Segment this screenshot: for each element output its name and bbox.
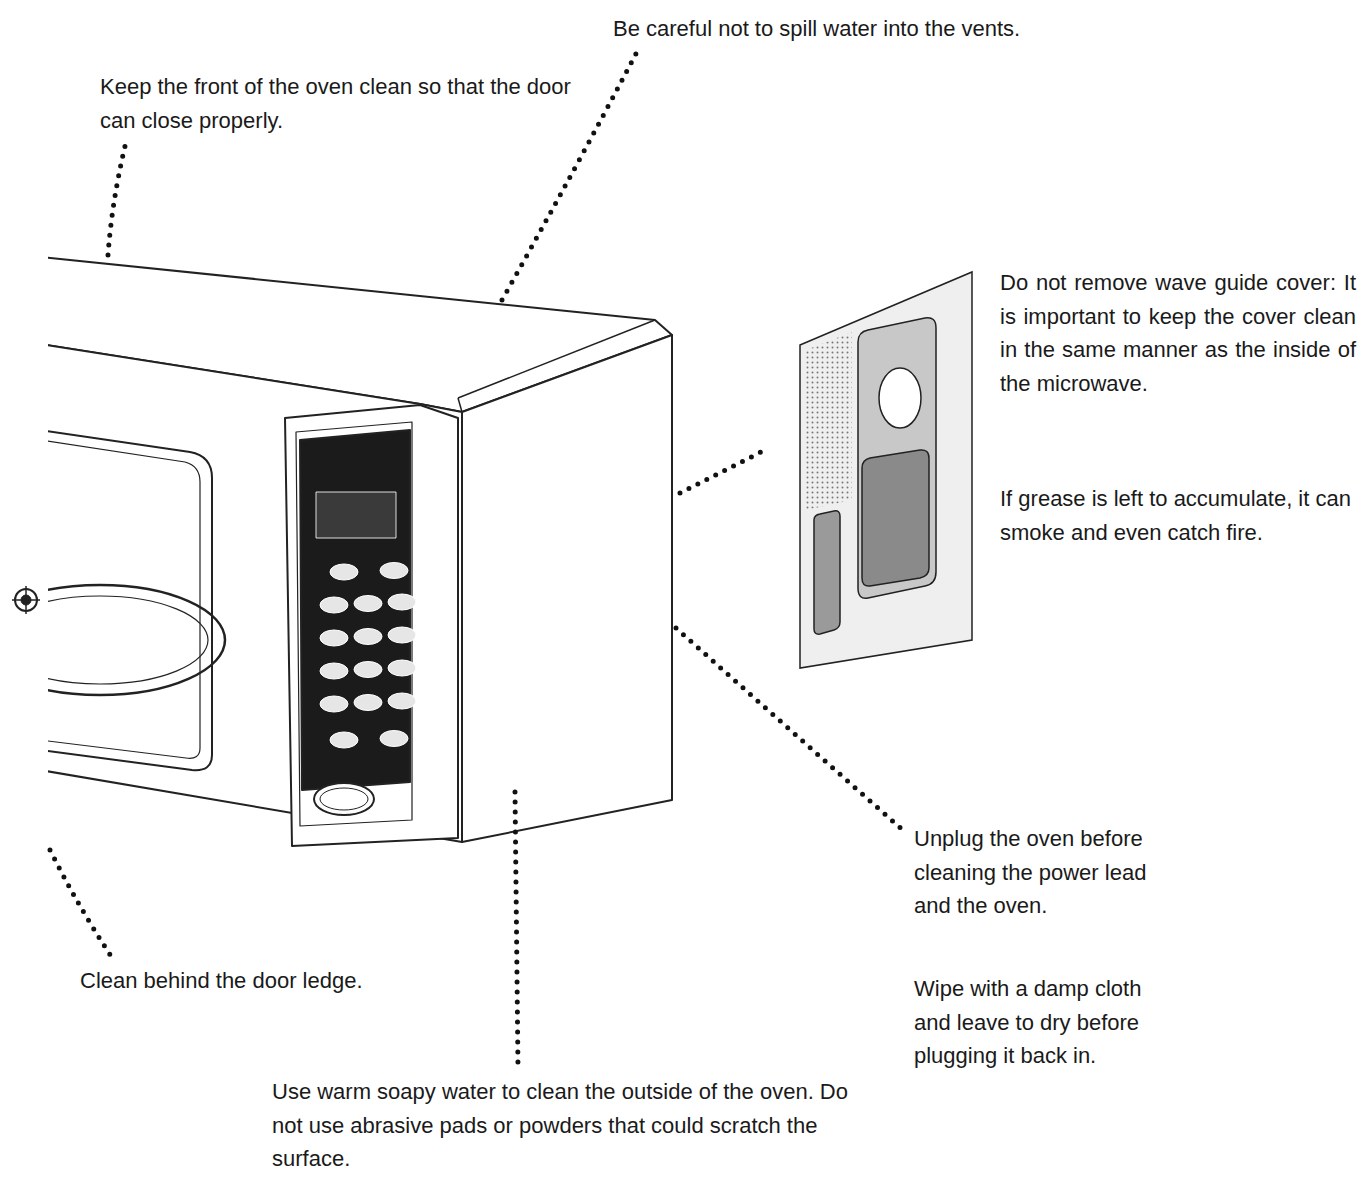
- keypad-button: [380, 563, 408, 579]
- keypad-buttons: [320, 563, 416, 749]
- keypad-button: [380, 731, 408, 747]
- keypad-button: [320, 696, 348, 712]
- oven-body: [48, 257, 672, 846]
- keypad-button: [330, 732, 358, 748]
- ledge-note: Clean behind the door ledge.: [80, 964, 500, 998]
- keypad-button: [388, 594, 416, 610]
- keypad-button: [354, 596, 382, 612]
- outside-note: Use warm soapy water to clean the outsid…: [272, 1075, 852, 1176]
- keypad-button: [388, 693, 416, 709]
- keypad-button: [320, 630, 348, 646]
- registration-mark: [12, 586, 40, 614]
- wave-guide-cover: [800, 272, 972, 668]
- keypad-button: [320, 597, 348, 613]
- front-note: Keep the front of the oven clean so that…: [100, 70, 580, 137]
- keypad-button: [330, 564, 358, 580]
- unplug-note: Unplug the oven before cleaning the powe…: [914, 822, 1174, 923]
- keypad-button: [388, 660, 416, 676]
- vent-note: Be careful not to spill water into the v…: [613, 12, 1213, 46]
- keypad-button: [354, 662, 382, 678]
- keypad-button: [354, 695, 382, 711]
- cover-note: Do not remove wave guide cover: It is im…: [1000, 266, 1356, 400]
- grease-note: If grease is left to accumulate, it can …: [1000, 482, 1356, 549]
- keypad-button: [354, 629, 382, 645]
- keypad-button: [388, 627, 416, 643]
- wipe-note: Wipe with a damp cloth and leave to dry …: [914, 972, 1184, 1073]
- leader-lines: [50, 46, 905, 1068]
- keypad-button: [320, 663, 348, 679]
